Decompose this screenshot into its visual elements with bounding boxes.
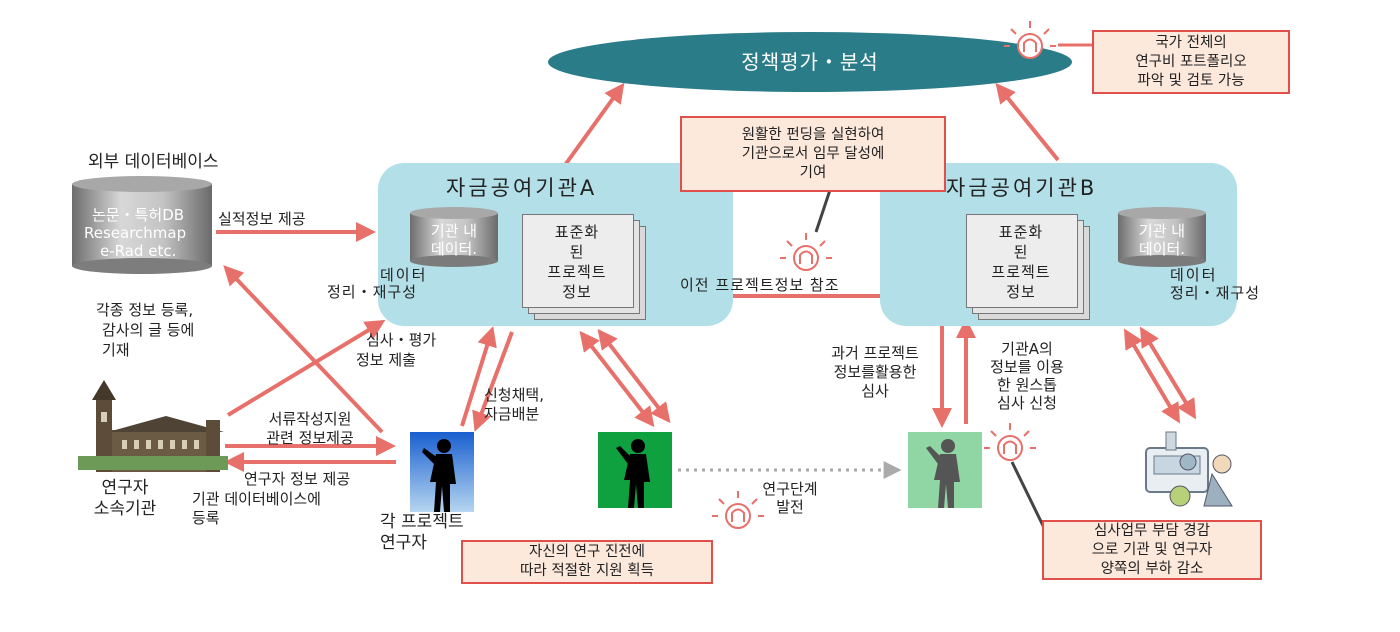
arrow-orgA-policy bbox=[558, 82, 625, 174]
external-db-lines: 논문・특허DB Researchmap e-Rad etc. bbox=[84, 206, 187, 260]
org-a-doc bbox=[522, 214, 634, 308]
prev-project-label: 이전 프로젝트정보 참조 bbox=[680, 276, 840, 294]
performance-label: 실적정보 제공 bbox=[218, 210, 306, 228]
arrow-researcher2-orgA-b bbox=[597, 328, 671, 424]
policy-ellipse bbox=[548, 32, 1072, 92]
arrow-researcher1-orgA-up bbox=[460, 326, 497, 427]
researcher-3-image bbox=[908, 432, 982, 508]
org-b-reorg-label-1: 데이터 bbox=[1170, 266, 1218, 284]
org-b-doc bbox=[966, 214, 1078, 308]
apply-label: 신청채택,자금배분 bbox=[484, 386, 544, 423]
org-a-reorg-label-1: 데이터 bbox=[380, 266, 428, 284]
researcher-1-image bbox=[410, 432, 474, 512]
lab-equipment-icon bbox=[1145, 431, 1233, 507]
lightbulb-icon bbox=[780, 233, 832, 271]
lightbulb-icon bbox=[984, 423, 1036, 461]
researcher-2-image bbox=[598, 432, 672, 508]
pointer-funding bbox=[814, 189, 832, 233]
person-silhouette-icon bbox=[422, 439, 456, 512]
policy-label: 정책평가・분석 bbox=[741, 50, 879, 74]
person-silhouette-icon bbox=[926, 439, 960, 508]
various-info-label: 각종 정보 등록, 감사의 글 등에 기재 bbox=[96, 301, 195, 359]
arrow-institution-db bbox=[223, 265, 384, 434]
org-a-title: 자금공여기관A bbox=[446, 176, 598, 200]
arrow-researcher2-orgA bbox=[579, 330, 655, 428]
arrow-researcher1-orgA-down bbox=[472, 331, 514, 432]
university-building-icon bbox=[78, 380, 228, 472]
arrow-lab-orgB-b bbox=[1139, 326, 1197, 420]
arrow-institution-orgA bbox=[226, 319, 386, 417]
org-b-title: 자금공여기관B bbox=[946, 176, 1098, 200]
external-db-cylinder bbox=[72, 176, 212, 274]
org-b-db-icon bbox=[1118, 207, 1206, 267]
org-a-db-icon bbox=[410, 207, 498, 267]
arrow-orgB-policy bbox=[995, 82, 1060, 162]
org-b-reorg-label-2: 정리・재구성 bbox=[1170, 284, 1261, 302]
org-a-reorg-label-2: 정리・재구성 bbox=[327, 283, 418, 301]
researcher-info-label: 연구자 정보 제공 bbox=[244, 470, 351, 488]
person-silhouette-icon bbox=[616, 439, 650, 508]
external-db-title: 외부 데이터베이스 bbox=[88, 152, 219, 172]
review-submit-label: 심사・평가 정보 제출 bbox=[356, 331, 437, 369]
lightbulb-icon bbox=[1004, 21, 1056, 59]
lightbulb-icon bbox=[712, 491, 764, 529]
